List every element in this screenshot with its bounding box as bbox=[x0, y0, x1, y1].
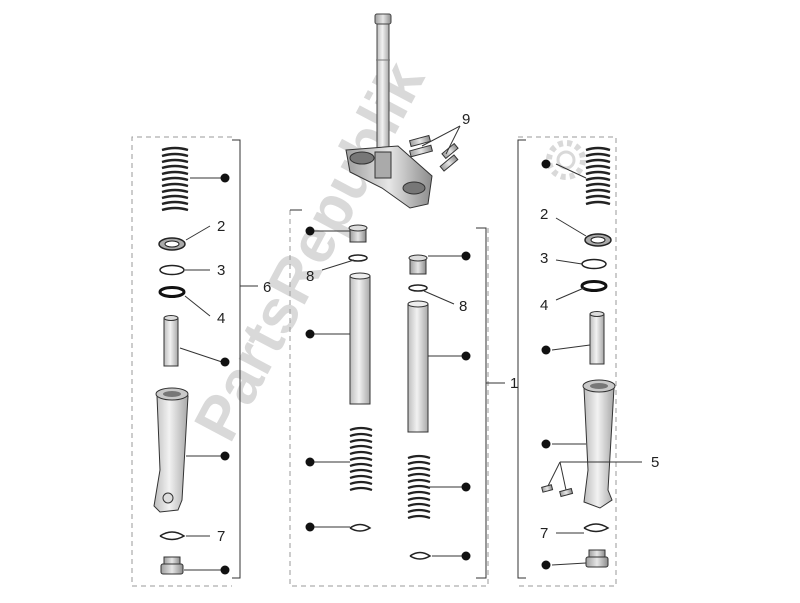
center-left-bushing bbox=[348, 224, 368, 243]
right-fork-leg bbox=[582, 379, 616, 509]
left-assembly-frame bbox=[131, 136, 232, 587]
center-right-frame bbox=[392, 228, 489, 587]
center-right-circlip bbox=[409, 551, 432, 560]
center-left-frame bbox=[289, 210, 392, 587]
callout-right-4: 4 bbox=[540, 297, 548, 314]
center-left-snap-ring bbox=[348, 254, 368, 262]
callout-left-4: 4 bbox=[217, 310, 225, 327]
left-fork-spring bbox=[161, 146, 189, 212]
left-o-ring bbox=[159, 264, 185, 276]
callout-right-5: 5 bbox=[651, 454, 659, 471]
group-frames bbox=[131, 136, 617, 587]
left-fork-leg bbox=[153, 387, 189, 513]
callout-right-3: 3 bbox=[540, 250, 548, 267]
left-damper-rod bbox=[163, 315, 179, 367]
callout-center-1: 1 bbox=[510, 375, 518, 392]
callout-right-7: 7 bbox=[540, 525, 548, 542]
gear-icon bbox=[546, 140, 586, 180]
right-bottom-bolt bbox=[585, 549, 609, 568]
watermark-text: PartsRepublik bbox=[181, 51, 438, 452]
steering-stem bbox=[345, 13, 433, 209]
left-spring-seat bbox=[158, 237, 186, 251]
center-left-spring bbox=[349, 426, 373, 492]
callout-center-9: 9 bbox=[462, 111, 470, 128]
callout-center-8-right: 8 bbox=[459, 298, 467, 315]
right-o-ring bbox=[581, 258, 607, 270]
bracket-right bbox=[517, 139, 526, 579]
right-damper-rod bbox=[589, 311, 605, 365]
leader-lines bbox=[179, 125, 642, 571]
center-right-tube bbox=[407, 300, 429, 433]
reference-dots bbox=[220, 159, 551, 575]
right-spring-seat bbox=[584, 233, 612, 247]
right-fork-spring bbox=[585, 146, 611, 206]
center-left-tube bbox=[349, 272, 371, 405]
callout-left-3: 3 bbox=[217, 262, 225, 279]
callout-left-7: 7 bbox=[217, 528, 225, 545]
left-bottom-bolt bbox=[160, 556, 184, 575]
center-right-bushing bbox=[408, 254, 428, 275]
callout-left-2: 2 bbox=[217, 218, 225, 235]
center-left-circlip bbox=[349, 523, 372, 532]
center-right-spring bbox=[407, 454, 431, 520]
right-bleed-screws bbox=[541, 484, 574, 498]
callout-right-2: 2 bbox=[540, 206, 548, 223]
watermark: PartsRepublik bbox=[181, 51, 438, 452]
bracket-6 bbox=[232, 139, 241, 579]
left-seal-ring bbox=[158, 286, 186, 298]
callout-left-6: 6 bbox=[263, 279, 271, 296]
bracket-1 bbox=[476, 227, 487, 579]
callout-labels: 2 3 4 6 7 9 8 8 1 2 3 4 5 7 bbox=[217, 111, 659, 545]
bracket-lines bbox=[232, 139, 526, 579]
left-circlip bbox=[159, 531, 186, 541]
center-right-snap-ring bbox=[408, 284, 428, 292]
callout-center-8-left: 8 bbox=[306, 268, 314, 285]
right-seal-ring bbox=[580, 280, 608, 292]
stem-bolts bbox=[408, 134, 459, 172]
right-circlip bbox=[583, 523, 610, 533]
right-assembly-frame bbox=[518, 136, 617, 587]
